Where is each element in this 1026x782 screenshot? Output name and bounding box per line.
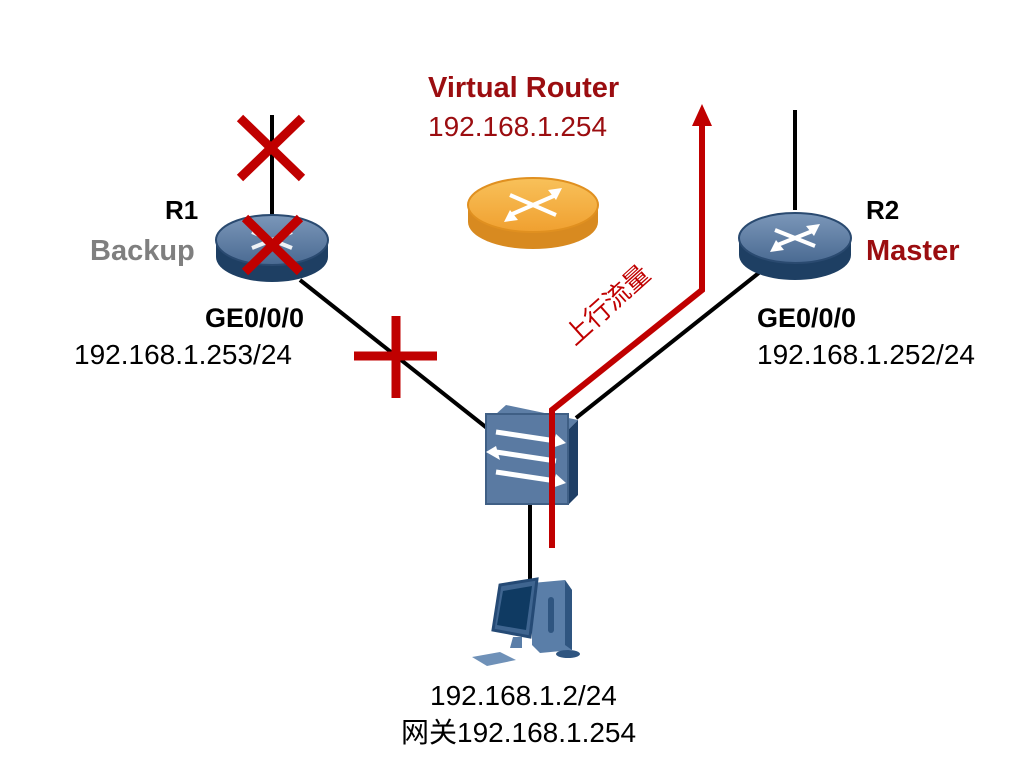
r2-ip: 192.168.1.252/24: [757, 339, 975, 370]
r1-ip: 192.168.1.253/24: [74, 339, 292, 370]
r2-router-icon: [738, 212, 852, 280]
virtual-router-icon: [467, 177, 599, 249]
virtual-router-ip: 192.168.1.254: [428, 111, 608, 142]
virtual-router-title: Virtual Router: [428, 72, 620, 104]
r2-role: Master: [866, 235, 960, 267]
r1-name: R1: [165, 195, 199, 225]
r1-role: Backup: [90, 235, 195, 267]
r1-uplink-cross-icon: [236, 114, 306, 182]
uplink-traffic-path: [549, 104, 712, 548]
r2-name: R2: [866, 195, 900, 225]
pc-icon: [472, 577, 580, 666]
link-r2-switch: [574, 270, 762, 420]
r1-failure-cross-icon: [241, 214, 304, 276]
r1-interface: GE0/0/0: [205, 303, 305, 333]
switch-icon: [485, 405, 578, 505]
r2-interface: GE0/0/0: [757, 303, 857, 333]
pc-ip: 192.168.1.2/24: [430, 680, 617, 711]
pc-gateway: 网关192.168.1.254: [401, 717, 637, 748]
link-down-cross-icon: [354, 316, 437, 398]
traffic-arrow-head-icon: [692, 104, 712, 126]
